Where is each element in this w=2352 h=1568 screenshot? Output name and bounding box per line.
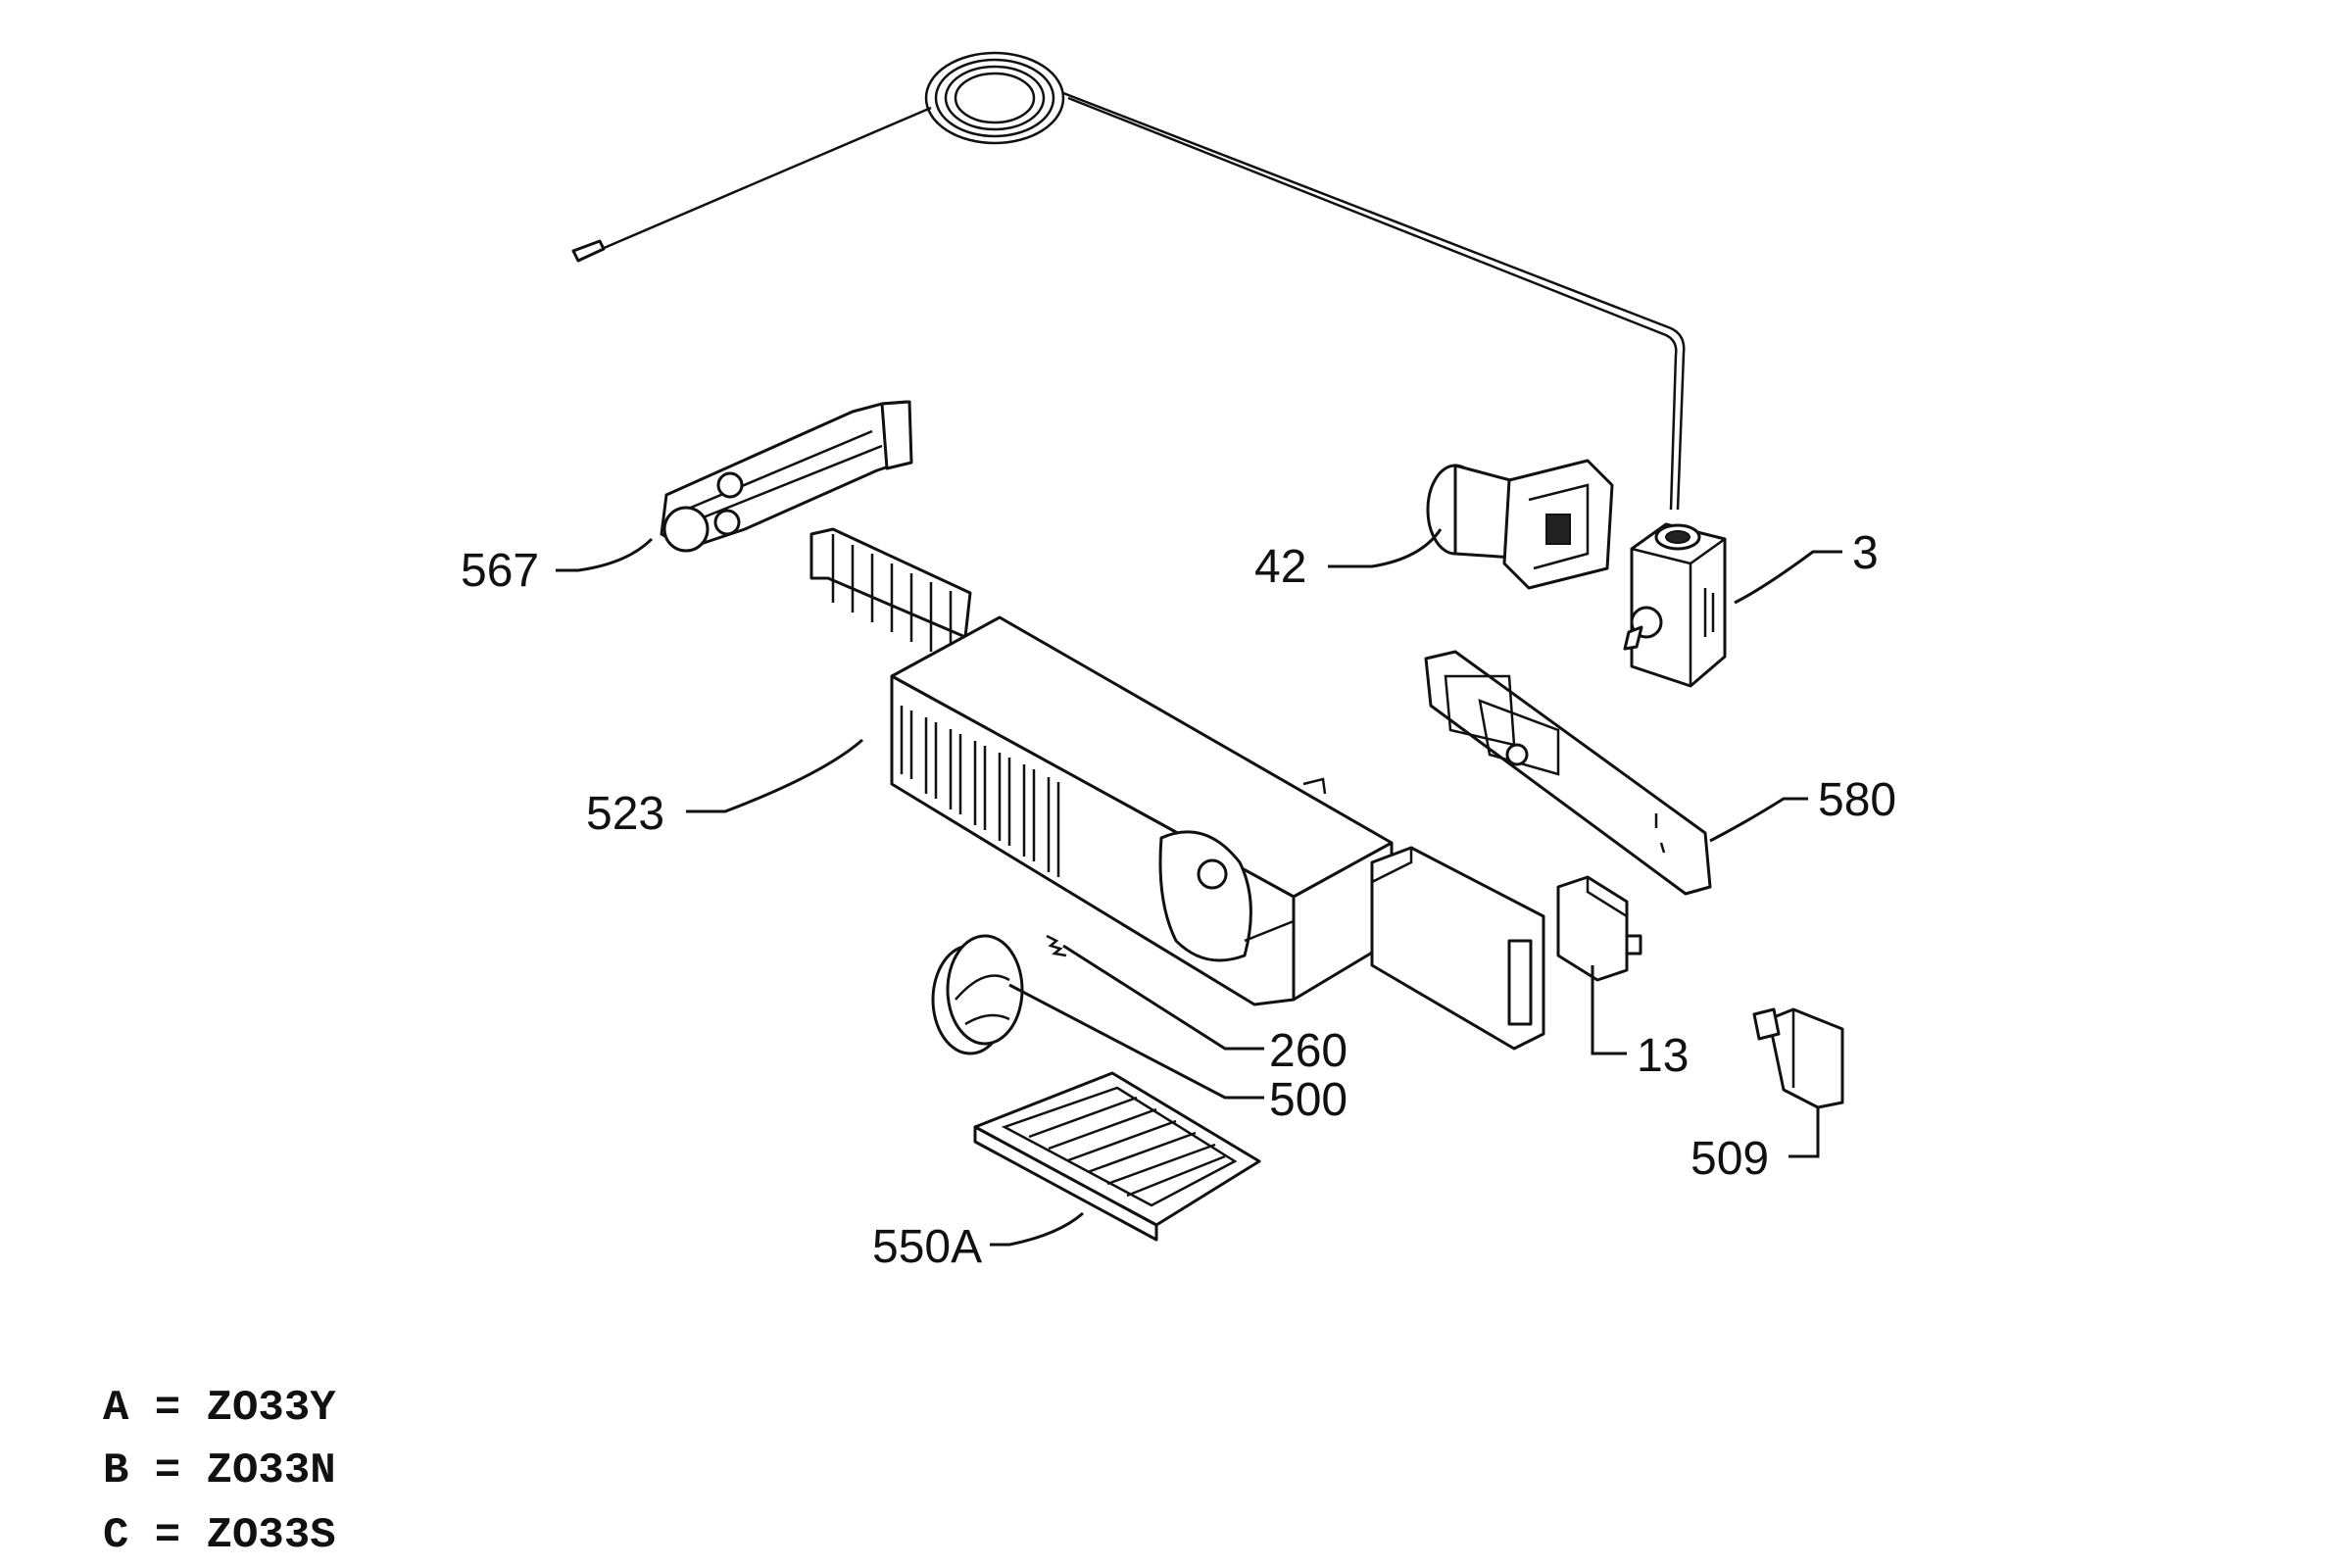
- leader-lines: [556, 528, 1842, 1247]
- legend-line-b: B = ZO33N: [103, 1446, 336, 1495]
- capillary-tube: [571, 51, 1686, 511]
- part-550a-tray: [973, 1071, 1261, 1242]
- callout-580: 580: [1818, 774, 1896, 826]
- callout-13: 13: [1637, 1030, 1689, 1082]
- callout-500: 500: [1269, 1074, 1348, 1126]
- part-509-clip: [1752, 1007, 1844, 1109]
- callout-3: 3: [1852, 527, 1879, 579]
- part-580-panel: [1424, 650, 1712, 896]
- part-523-housing: [809, 527, 1394, 1006]
- model-legend: A = ZO33Y B = ZO33N C = ZO33S: [103, 1384, 336, 1560]
- legend-line-c: C = ZO33S: [103, 1511, 336, 1560]
- part-567-slider-arm: [660, 400, 913, 553]
- callout-509: 509: [1690, 1133, 1769, 1185]
- part-3-thermostat: [1623, 522, 1727, 688]
- part-260-cover-block: [1046, 846, 1545, 1051]
- callout-260: 260: [1269, 1025, 1348, 1077]
- callout-523: 523: [586, 788, 664, 840]
- part-500-knob: [931, 934, 1024, 1055]
- legend-line-a: A = ZO33Y: [103, 1384, 336, 1433]
- callout-42: 42: [1254, 541, 1306, 593]
- part-13-switch: [1556, 875, 1642, 982]
- callout-567: 567: [461, 545, 539, 597]
- part-42-lamp-holder: [1426, 459, 1614, 590]
- callout-550A: 550A: [872, 1221, 982, 1273]
